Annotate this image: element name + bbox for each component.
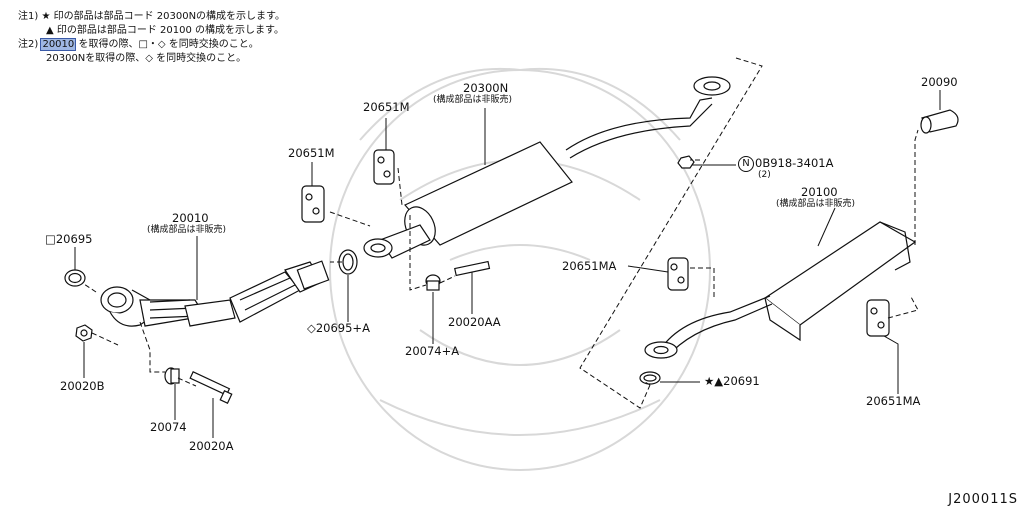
part-label-0B918-3401A[interactable]: 0B918-3401A	[755, 156, 834, 170]
nut-20020B-icon[interactable]	[75, 324, 93, 342]
part-label-20090[interactable]: 20090	[921, 75, 958, 89]
part-label-20691[interactable]: ★▲20691	[704, 374, 760, 388]
stud-20020A-icon[interactable]	[189, 371, 233, 405]
hanger-20651MA-upper-icon[interactable]	[667, 257, 689, 291]
note-line-3-rest: を取得の際、□・◇ を同時交換のこと。	[78, 39, 259, 50]
gasket-20691-icon[interactable]	[639, 371, 661, 385]
note-line-1: 注1) ★ 印の部品は部品コード 20300Nの構成を示します。	[18, 11, 286, 22]
part-label-20020AA[interactable]: 20020AA	[448, 315, 501, 329]
part-label-20651M-upper[interactable]: 20651M	[363, 100, 410, 114]
center-muffler-20300N[interactable]	[363, 76, 731, 259]
part-label-20074A[interactable]: 20074+A	[405, 344, 460, 358]
bolt-0B918-icon[interactable]	[677, 155, 695, 169]
part-label-20651MA-lower[interactable]: 20651MA	[866, 394, 921, 408]
hanger-20651M-upper-icon[interactable]	[373, 149, 395, 185]
part-label-20010[interactable]: 20010	[172, 211, 209, 225]
part-label-20695[interactable]: □20695	[45, 232, 93, 246]
leader-lines	[74, 90, 941, 438]
dashed-connector-lines	[83, 57, 919, 409]
hanger-20651MA-lower-icon[interactable]	[866, 299, 890, 337]
part-sublabel-20300N: (構成部品は非販売)	[433, 95, 513, 105]
part-label-20074[interactable]: 20074	[150, 420, 187, 434]
note-line-3: 注2) 20010 を取得の際、□・◇ を同時交換のこと。	[18, 38, 259, 51]
part-label-20300N[interactable]: 20300N	[463, 81, 509, 95]
diagram-code: J200011S	[948, 492, 1018, 507]
part-sublabel-20010: (構成部品は非販売)	[147, 225, 227, 235]
part-label-20020A[interactable]: 20020A	[189, 439, 234, 453]
part-label-20100[interactable]: 20100	[801, 185, 838, 199]
hanger-20651M-lower-icon[interactable]	[301, 185, 325, 223]
part-label-20651M-lower[interactable]: 20651M	[288, 146, 335, 160]
front-pipe-catalytic-assembly[interactable]	[100, 260, 330, 327]
nut-20074A-icon[interactable]	[425, 274, 441, 291]
gasket-20695-icon[interactable]	[64, 269, 86, 287]
nut-20074-icon[interactable]	[164, 367, 180, 385]
part-sublabel-20100: (構成部品は非販売)	[776, 199, 856, 209]
part-qty-0B918: (2)	[758, 170, 771, 180]
stud-20020AA-icon[interactable]	[454, 260, 491, 277]
note-line-2: ▲ 印の部品は部品コード 20100 の構成を示します。	[46, 25, 285, 36]
note-line-4: 20300Nを取得の際、◇ を同時交換のこと。	[46, 53, 247, 64]
part-label-20020B[interactable]: 20020B	[60, 379, 105, 393]
tail-tip-20090-icon[interactable]	[920, 109, 959, 134]
note-line-3-prefix: 注2)	[18, 39, 39, 50]
part-label-20651MA-upper[interactable]: 20651MA	[562, 259, 617, 273]
part-label-20695A[interactable]: ◇20695+A	[307, 321, 370, 335]
circled-n-mark: N	[738, 156, 754, 172]
highlighted-part-link-20010[interactable]: 20010	[40, 38, 77, 51]
